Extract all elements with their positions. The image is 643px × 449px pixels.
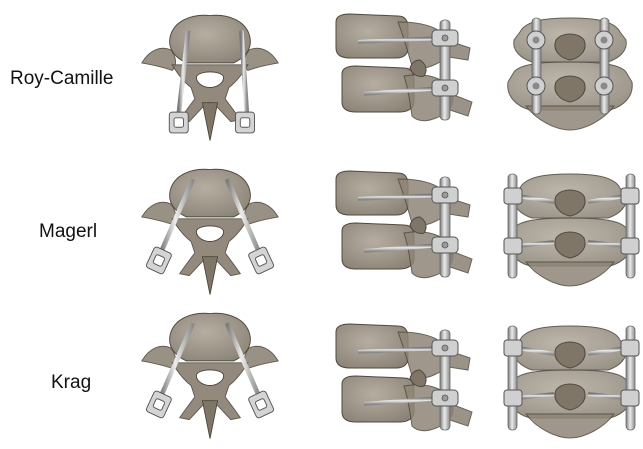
axial-view-roy-camille bbox=[130, 8, 290, 150]
posterior-view-magerl bbox=[496, 166, 643, 294]
row-label-krag: Krag bbox=[51, 372, 91, 394]
axial-view-magerl bbox=[130, 162, 290, 304]
row-label-magerl: Magerl bbox=[39, 221, 97, 243]
lateral-vertebrae-illustration bbox=[328, 318, 478, 449]
lateral-vertebrae-illustration bbox=[328, 165, 478, 300]
axial-vertebra-illustration bbox=[130, 162, 290, 304]
lateral-vertebrae-illustration bbox=[328, 8, 478, 143]
posterior-vertebrae-illustration bbox=[496, 10, 643, 138]
axial-vertebra-illustration bbox=[130, 306, 290, 448]
lateral-view-magerl bbox=[328, 165, 478, 300]
posterior-vertebrae-illustration bbox=[496, 166, 643, 294]
posterior-view-krag bbox=[496, 318, 643, 446]
lateral-view-roy-camille bbox=[328, 8, 478, 143]
lateral-view-krag bbox=[328, 318, 478, 449]
axial-view-krag bbox=[130, 306, 290, 448]
posterior-view-roy-camille bbox=[496, 10, 643, 138]
posterior-vertebrae-illustration bbox=[496, 318, 643, 446]
axial-vertebra-illustration bbox=[130, 8, 290, 150]
row-label-roy-camille: Roy-Camille bbox=[10, 68, 113, 90]
